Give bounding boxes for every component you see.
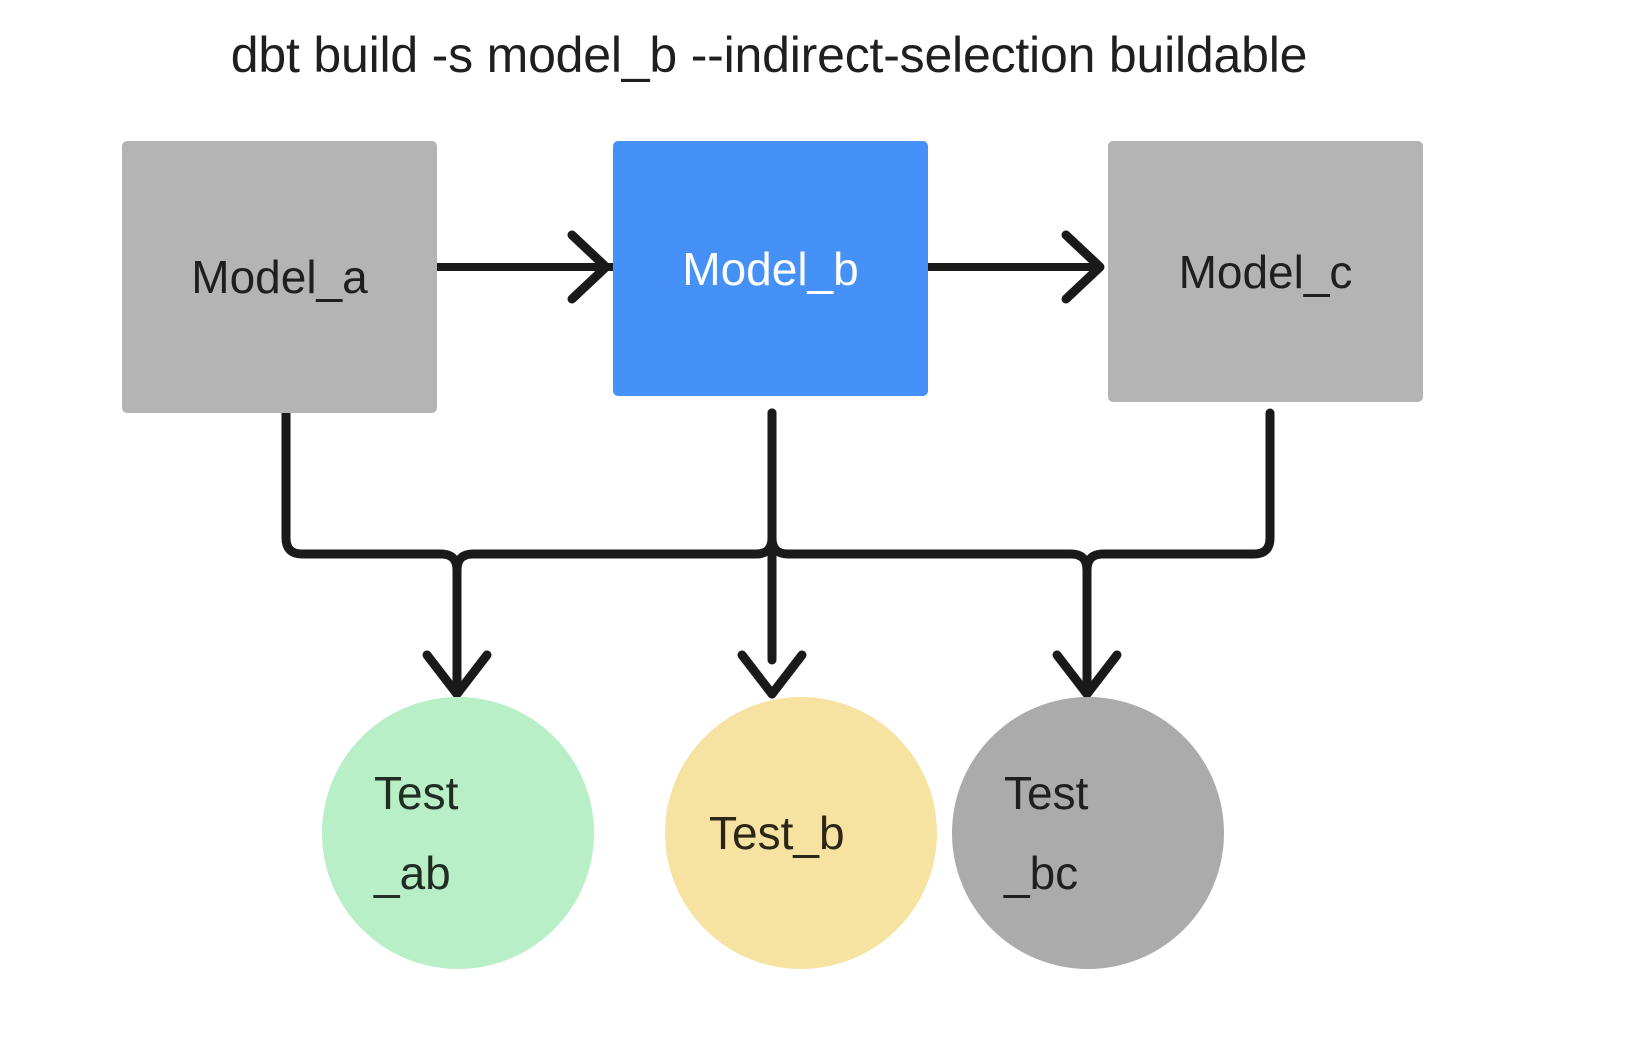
arrowhead-test-b	[737, 650, 807, 699]
edge-model-b-to-test-ab	[452, 408, 777, 665]
node-test-ab-label-line1: Test	[374, 766, 459, 819]
node-test-bc-label-line1: Test	[1004, 766, 1089, 819]
edge-model-b-to-test-bc	[767, 408, 1092, 665]
node-test-ab-label-line2: _ab	[374, 847, 451, 899]
node-test-bc[interactable]: Test _bc	[952, 697, 1224, 969]
edge-model-a-to-test-ab	[281, 408, 462, 665]
arrowhead-test-bc	[1052, 650, 1122, 699]
node-model-b[interactable]: Model_b	[613, 141, 928, 396]
page-title: dbt build -s model_b --indirect-selectio…	[230, 27, 1308, 83]
node-model-c-label: Model_c	[1178, 245, 1353, 298]
node-model-b-label: Model_b	[682, 242, 859, 295]
node-model-c[interactable]: Model_c	[1108, 141, 1423, 402]
node-test-bc-label-line2: _bc	[1004, 847, 1079, 899]
node-model-a[interactable]: Model_a	[122, 141, 437, 413]
arrowhead-test-ab	[422, 650, 492, 699]
node-test-ab[interactable]: Test _ab	[322, 697, 594, 969]
node-test-b[interactable]: Test_b	[665, 697, 937, 969]
node-model-a-label: Model_a	[191, 251, 368, 303]
edge-model-c-to-test-bc	[1082, 408, 1275, 665]
edge-model-b-to-model-c	[924, 230, 1105, 304]
node-test-b-label: Test_b	[709, 806, 845, 859]
